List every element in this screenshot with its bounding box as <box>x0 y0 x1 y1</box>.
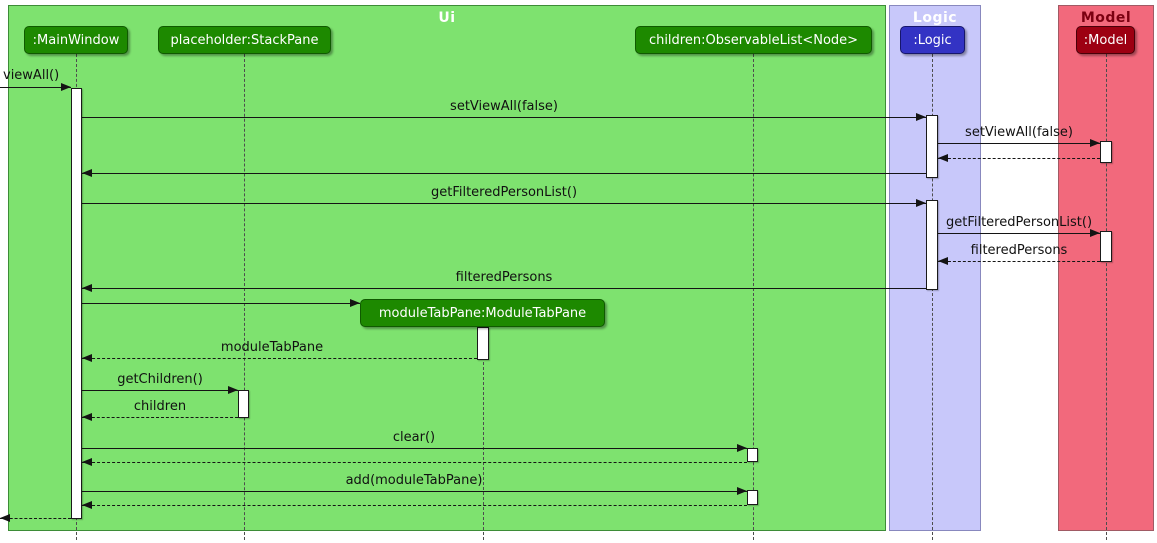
message-line-7 <box>938 261 1100 262</box>
message-line-0 <box>0 87 71 88</box>
activation-bar-logic-2 <box>926 200 938 290</box>
activation-bar-mainwindow-1 <box>71 88 82 519</box>
frame-title-model: Model <box>1080 10 1132 26</box>
message-arrowhead-icon <box>82 501 92 509</box>
activation-bar-stackpane-1 <box>238 390 249 418</box>
message-label: filteredPersons <box>455 270 553 285</box>
participant-model: :Model <box>1076 26 1135 54</box>
message-line-14 <box>82 462 747 463</box>
message-line-15 <box>82 491 747 492</box>
activation-bar-children-2 <box>747 490 758 505</box>
message-label: filteredPersons <box>970 243 1068 258</box>
message-label: moduleTabPane <box>220 340 324 355</box>
lifeline-model <box>1106 54 1107 540</box>
frame-title-ui: Ui <box>438 10 456 26</box>
message-arrowhead-icon <box>1090 229 1100 237</box>
message-label: children <box>133 399 187 414</box>
message-label: setViewAll(false) <box>965 125 1073 140</box>
message-label: getFilteredPersonList() <box>430 185 578 200</box>
message-line-17 <box>0 518 71 519</box>
message-line-4 <box>82 173 926 174</box>
message-arrowhead-icon <box>916 199 926 207</box>
message-label: clear() <box>392 430 436 445</box>
message-arrowhead-icon <box>938 154 948 162</box>
frame-ui: Ui <box>8 5 886 531</box>
message-line-5 <box>82 203 926 204</box>
message-line-16 <box>82 505 747 506</box>
activation-bar-moduletabpane-1 <box>477 327 489 360</box>
message-line-13 <box>82 448 747 449</box>
message-line-2 <box>938 143 1100 144</box>
activation-bar-model-2 <box>1100 231 1112 262</box>
message-arrowhead-icon <box>1090 139 1100 147</box>
message-arrowhead-icon <box>82 169 92 177</box>
message-arrowhead-icon <box>82 284 92 292</box>
message-arrowhead-icon <box>350 299 360 307</box>
frame-title-logic: Logic <box>912 10 958 26</box>
lifeline-logic <box>932 54 933 540</box>
message-arrowhead-icon <box>0 514 10 522</box>
message-line-6 <box>938 233 1100 234</box>
message-arrowhead-icon <box>938 257 948 265</box>
message-label: getChildren() <box>117 372 203 387</box>
participant-label-moduletabpane: moduleTabPane:ModuleTabPane <box>378 305 587 321</box>
participant-mainwindow: :MainWindow <box>24 26 128 54</box>
message-arrowhead-icon <box>916 113 926 121</box>
message-arrowhead-icon <box>82 458 92 466</box>
message-label: getFilteredPersonList() <box>945 215 1093 230</box>
message-line-1 <box>82 117 926 118</box>
message-line-12 <box>82 417 238 418</box>
activation-bar-model-1 <box>1100 141 1112 163</box>
message-line-11 <box>82 390 238 391</box>
message-arrowhead-icon <box>737 487 747 495</box>
participant-label-model: :Model <box>1083 32 1128 48</box>
message-label: viewAll() <box>3 68 60 83</box>
message-arrowhead-icon <box>61 83 71 91</box>
activation-bar-children-1 <box>747 448 758 462</box>
message-line-9 <box>82 303 360 304</box>
message-arrowhead-icon <box>82 413 92 421</box>
message-arrowhead-icon <box>82 354 92 362</box>
lifeline-moduletabpane <box>483 327 484 540</box>
message-arrowhead-icon <box>737 444 747 452</box>
participant-stackpane: placeholder:StackPane <box>158 26 331 54</box>
participant-label-logic: :Logic <box>913 32 952 48</box>
message-line-3 <box>938 158 1100 159</box>
participant-label-mainwindow: :MainWindow <box>32 32 120 48</box>
message-line-10 <box>82 358 477 359</box>
message-arrowhead-icon <box>228 386 238 394</box>
activation-bar-logic-1 <box>926 115 938 178</box>
participant-children: children:ObservableList<Node> <box>635 26 872 54</box>
participant-label-stackpane: placeholder:StackPane <box>170 32 319 48</box>
frame-logic: Logic <box>889 5 981 531</box>
participant-label-children: children:ObservableList<Node> <box>648 32 859 48</box>
message-label: setViewAll(false) <box>450 99 558 114</box>
message-line-8 <box>82 288 926 289</box>
participant-logic: :Logic <box>900 26 965 54</box>
lifeline-children <box>753 54 754 540</box>
message-label: add(moduleTabPane) <box>345 473 483 488</box>
lifeline-stackpane <box>244 54 245 540</box>
participant-moduletabpane: moduleTabPane:ModuleTabPane <box>360 299 605 327</box>
